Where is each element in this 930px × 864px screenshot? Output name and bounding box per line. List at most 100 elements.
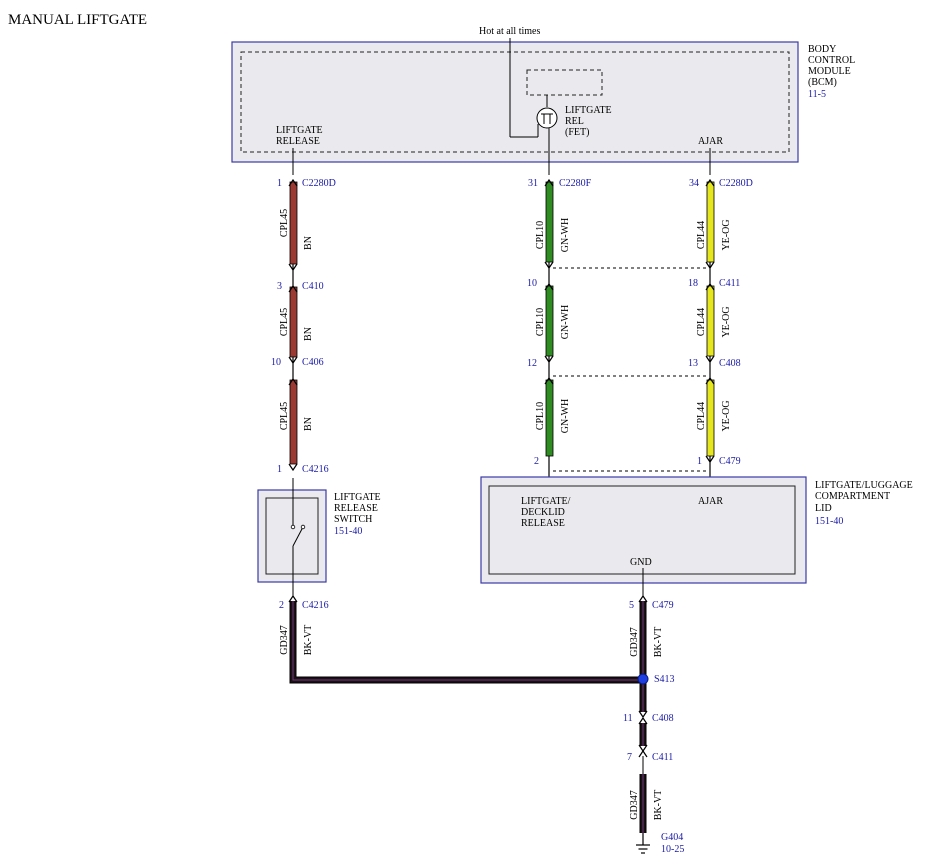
- conn-name-1: C410: [302, 281, 324, 292]
- connector-symbol: [638, 710, 648, 758]
- svg-text:GN-WH: GN-WH: [560, 218, 571, 252]
- conn-pin-6: 12: [527, 358, 537, 369]
- svg-text:GN-WH: GN-WH: [560, 399, 571, 433]
- conn-pin-3: 1: [277, 464, 282, 475]
- relay-dashed-box: [526, 69, 603, 96]
- switch-contact-top: [290, 524, 296, 530]
- conn-pin-7: 2: [534, 456, 539, 467]
- svg-text:CPL10: CPL10: [535, 402, 546, 430]
- bcm-liftgate-release-line-1: LIFTGATE: [276, 125, 323, 136]
- lid-release-line-1: LIFTGATE/: [521, 496, 571, 507]
- wire-gnwh-3: CPL10 GN-WH: [535, 379, 571, 457]
- conn-pin-10: 13: [688, 358, 698, 369]
- wire-bkvt-3: GD347 BK-VT: [629, 774, 664, 833]
- conn-pin-9: 18: [688, 278, 698, 289]
- relay-fet-icon: [536, 107, 558, 129]
- wire-yeog-2: CPL44 YE-OG: [696, 285, 732, 357]
- lid-ref: 151-40: [815, 516, 843, 527]
- conn-pin-4: 31: [528, 178, 538, 189]
- svg-text:BK-VT: BK-VT: [653, 790, 664, 821]
- relay-label-line-2: REL: [565, 116, 584, 127]
- svg-text:GD347: GD347: [279, 625, 290, 654]
- svg-text:YE-OG: YE-OG: [721, 306, 732, 337]
- bcm-liftgate-release-line-2: RELEASE: [276, 136, 320, 147]
- bcm-name-line-3: MODULE: [808, 66, 851, 77]
- release-switch-inner: [265, 497, 319, 575]
- splice-point-icon: [637, 673, 649, 685]
- conn-name-10: C408: [719, 358, 741, 369]
- svg-text:CPL45: CPL45: [279, 209, 290, 237]
- svg-text:YE-OG: YE-OG: [721, 400, 732, 431]
- conn-name-4: C2280F: [559, 178, 592, 189]
- lid-name-line-3: LID: [815, 503, 832, 514]
- wire-bn-1: CPL45 BN: [279, 181, 314, 265]
- switch-lever-icon: [292, 526, 304, 547]
- svg-text:GD347: GD347: [629, 790, 640, 819]
- svg-text:CPL45: CPL45: [279, 308, 290, 336]
- conn-name-8: C2280D: [719, 178, 753, 189]
- bcm-name-line-2: CONTROL: [808, 55, 855, 66]
- svg-text:BN: BN: [303, 327, 314, 341]
- switch-name-line-3: SWITCH: [334, 514, 372, 525]
- svg-text:GD347: GD347: [629, 627, 640, 656]
- conn-pin-8: 34: [689, 178, 699, 189]
- switch-name-line-1: LIFTGATE: [334, 492, 381, 503]
- relay-label-line-1: LIFTGATE: [565, 105, 612, 116]
- conn-name-9: C411: [719, 278, 740, 289]
- lid-release-line-2: DECKLID: [521, 507, 565, 518]
- conn-name-13: C479: [652, 600, 674, 611]
- connector-symbol: [288, 594, 648, 603]
- conn-pin-15: 7: [627, 752, 632, 763]
- lid-module-box: [480, 476, 807, 584]
- ground-icon: [636, 833, 650, 854]
- wire-yeog-1: CPL44 YE-OG: [696, 181, 732, 263]
- wire-bn-2: CPL45 BN: [279, 286, 314, 358]
- bcm-module-box: [231, 41, 799, 163]
- hot-at-all-times-label: Hot at all times: [479, 26, 540, 37]
- conn-pin-14: 11: [623, 713, 633, 724]
- svg-text:GN-WH: GN-WH: [560, 305, 571, 339]
- bcm-ajar-label: AJAR: [698, 136, 723, 147]
- conn-name-11: C479: [719, 456, 741, 467]
- svg-text:BN: BN: [303, 236, 314, 250]
- lid-module-inner: [488, 485, 796, 575]
- switch-ref: 151-40: [334, 526, 362, 537]
- svg-text:CPL44: CPL44: [696, 308, 707, 336]
- svg-text:BK-VT: BK-VT: [653, 627, 664, 658]
- lid-ajar-label: AJAR: [698, 496, 723, 507]
- ground-name: G404: [661, 832, 683, 843]
- svg-text:CPL44: CPL44: [696, 221, 707, 249]
- svg-text:BK-VT: BK-VT: [303, 625, 314, 656]
- svg-text:CPL44: CPL44: [696, 402, 707, 430]
- conn-name-0: C2280D: [302, 178, 336, 189]
- lid-name-line-2: COMPARTMENT: [815, 491, 890, 502]
- conn-pin-12: 2: [279, 600, 284, 611]
- bcm-ref: 11-5: [808, 89, 826, 100]
- connector-symbol: [544, 178, 554, 478]
- conn-name-2: C406: [302, 357, 324, 368]
- release-switch-box: [257, 489, 327, 583]
- switch-contact-lever: [300, 524, 306, 530]
- diagram-title: MANUAL LIFTGATE: [8, 12, 147, 28]
- splice-label: S413: [654, 674, 675, 685]
- bcm-inner-dashed: [240, 51, 790, 153]
- connector-symbol: [288, 178, 298, 472]
- conn-pin-11: 1: [697, 456, 702, 467]
- wire-bkvt-1: GD347 BK-VT: [279, 601, 643, 684]
- wire-bkvt-2: GD347 BK-VT: [629, 601, 664, 712]
- conn-pin-1: 3: [277, 281, 282, 292]
- bcm-name-line-4: (BCM): [808, 77, 837, 88]
- svg-text:BN: BN: [303, 417, 314, 431]
- lid-gnd-label: GND: [630, 557, 652, 568]
- wire-gnwh-2: CPL10 GN-WH: [535, 285, 571, 357]
- svg-text:CPL10: CPL10: [535, 308, 546, 336]
- svg-text:CPL45: CPL45: [279, 402, 290, 430]
- conn-name-14: C408: [652, 713, 674, 724]
- ground-ref: 10-25: [661, 844, 684, 855]
- conn-name-15: C411: [652, 752, 673, 763]
- wire-bn-3: CPL45 BN: [279, 379, 314, 465]
- svg-text:CPL10: CPL10: [535, 221, 546, 249]
- connector-symbol: [705, 178, 715, 478]
- conn-pin-2: 10: [271, 357, 281, 368]
